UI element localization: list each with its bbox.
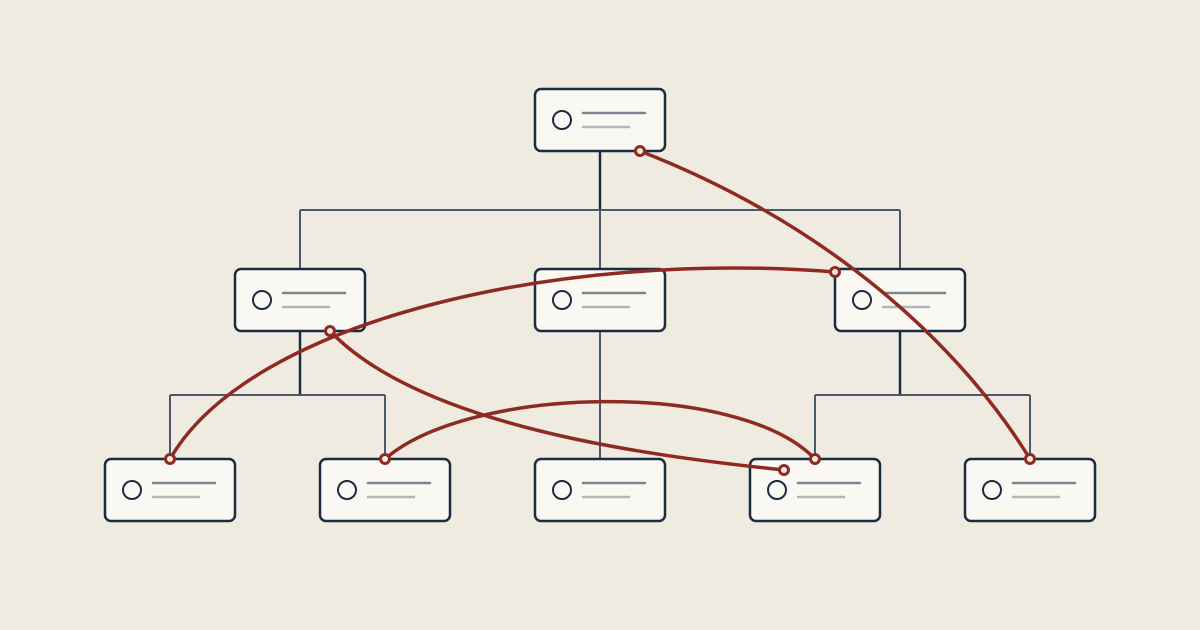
node-card-frame (533, 267, 667, 333)
avatar-circle-icon (252, 290, 272, 310)
node-card-right[interactable] (833, 267, 967, 333)
link-endpoint-start[interactable] (324, 325, 336, 337)
cross-link-root-to-right-b[interactable] (638, 149, 1032, 461)
avatar-circle-icon (122, 480, 142, 500)
node-card-left[interactable] (233, 267, 367, 333)
link-endpoint-start[interactable] (634, 145, 646, 157)
node-card-frame (963, 457, 1097, 523)
cross-link-left-to-right-a[interactable] (328, 329, 786, 472)
avatar-circle-icon (552, 480, 572, 500)
cross-link-right-to-left-a[interactable] (168, 266, 837, 461)
node-card-frame (103, 457, 237, 523)
avatar-circle-icon (552, 110, 572, 130)
link-endpoint-end[interactable] (809, 453, 821, 465)
node-card-root[interactable] (533, 87, 667, 153)
node-card-left-b[interactable] (318, 457, 452, 523)
link-endpoint-start[interactable] (379, 453, 391, 465)
cross-links (164, 145, 1036, 476)
node-card-right-b[interactable] (963, 457, 1097, 523)
avatar-circle-icon (337, 480, 357, 500)
link-endpoint-end[interactable] (164, 453, 176, 465)
avatar-circle-icon (552, 290, 572, 310)
tree-nodes (103, 87, 1097, 523)
link-endpoint-end[interactable] (1024, 453, 1036, 465)
node-card-frame (318, 457, 452, 523)
node-card-frame (533, 457, 667, 523)
node-card-left-a[interactable] (103, 457, 237, 523)
link-endpoint-end[interactable] (778, 464, 790, 476)
node-card-frame (833, 267, 967, 333)
node-card-center-a[interactable] (533, 457, 667, 523)
node-card-frame (233, 267, 367, 333)
avatar-circle-icon (767, 480, 787, 500)
avatar-circle-icon (982, 480, 1002, 500)
node-card-center[interactable] (533, 267, 667, 333)
node-card-frame (533, 87, 667, 153)
cross-link-left-b-to-right-a[interactable] (383, 399, 817, 461)
avatar-circle-icon (852, 290, 872, 310)
tree-edges (169, 151, 1031, 459)
link-endpoint-start[interactable] (829, 266, 841, 278)
